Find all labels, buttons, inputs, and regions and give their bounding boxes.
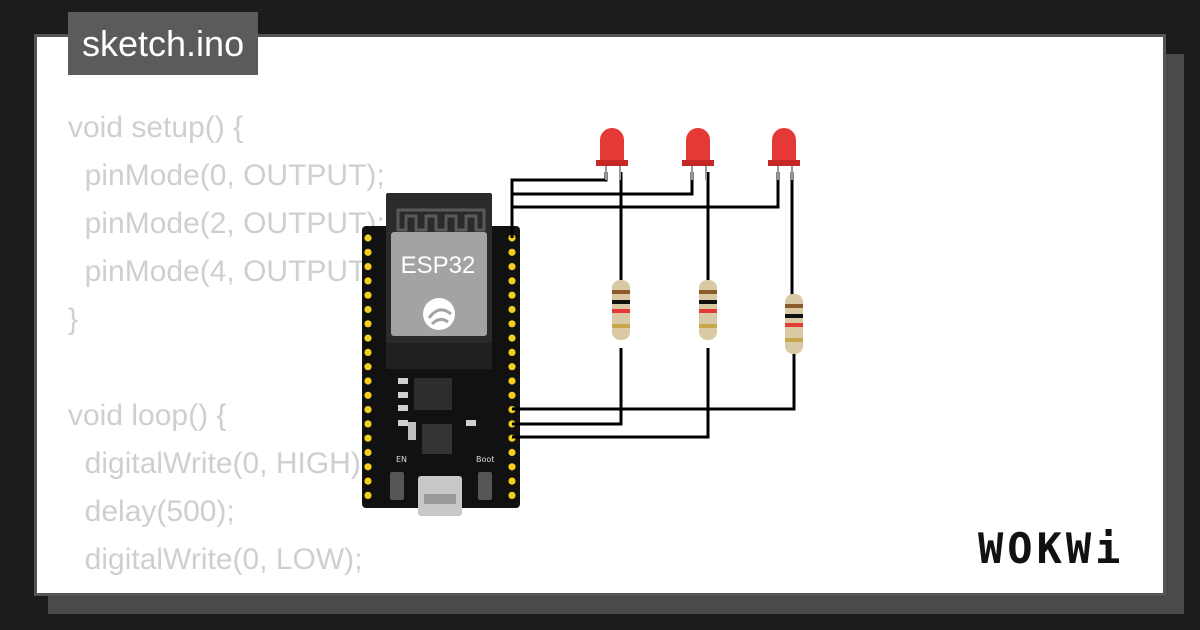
header-pin	[508, 463, 516, 471]
led-2[interactable]	[682, 128, 714, 180]
header-pin	[364, 320, 372, 328]
header-pin	[508, 448, 516, 457]
header-pin	[364, 391, 372, 399]
header-pin	[508, 363, 516, 371]
wire-led2-gnd	[510, 172, 694, 238]
code-editor[interactable]: void setup() { pinMode(0, OUTPUT); pinMo…	[68, 104, 385, 584]
preview-card	[34, 34, 1166, 596]
code-line: pinMode(4, OUTPUT);	[68, 255, 385, 288]
boot-label: Boot	[476, 455, 494, 464]
wire-pin4	[512, 352, 796, 411]
esp32-board[interactable]: ESP32 EN Boot	[362, 193, 520, 516]
code-line: void loop() {	[68, 399, 227, 432]
header-pin	[364, 448, 372, 457]
header-pin	[508, 334, 516, 342]
header-pin	[508, 477, 516, 485]
header-pin	[364, 348, 372, 356]
code-line: }	[68, 303, 79, 336]
header-pin	[364, 420, 372, 428]
usb-port-icon	[418, 476, 462, 516]
header-pin	[508, 377, 516, 385]
en-label: EN	[396, 455, 407, 464]
wires	[510, 172, 796, 439]
en-button[interactable]	[390, 472, 404, 500]
header-pin	[364, 248, 372, 256]
board-label: ESP32	[401, 252, 476, 279]
resistor-1[interactable]	[612, 280, 630, 340]
header-pin	[364, 234, 372, 242]
wire-pin2	[512, 348, 710, 439]
wokwi-logo[interactable]: WOKWi	[978, 524, 1125, 573]
header-pin	[508, 320, 516, 328]
wire-led3-gnd	[510, 172, 780, 238]
boot-button[interactable]	[478, 472, 492, 500]
wire-led1-gnd	[510, 172, 608, 238]
header-pin	[508, 248, 516, 256]
header-pin	[508, 277, 516, 285]
code-line: pinMode(2, OUTPUT);	[68, 207, 385, 240]
header-pin	[364, 363, 372, 371]
code-line: pinMode(0, OUTPUT);	[68, 159, 385, 192]
header-pin	[364, 463, 372, 471]
led-3[interactable]	[768, 128, 800, 180]
header-pin	[364, 477, 372, 485]
header-pin	[364, 491, 372, 499]
resistor-2[interactable]	[699, 280, 717, 340]
header-pin	[508, 263, 516, 271]
header-pin	[364, 305, 372, 314]
wifi-antenna-icon	[396, 208, 486, 232]
header-pin	[364, 263, 372, 271]
header-pin	[364, 406, 372, 414]
led-1[interactable]	[596, 128, 628, 180]
wire-pin0	[512, 348, 623, 426]
code-line: delay(500);	[68, 495, 235, 528]
header-pin	[364, 377, 372, 385]
resistor-3[interactable]	[785, 294, 803, 354]
header-pin	[508, 391, 516, 399]
header-pin	[508, 491, 516, 499]
espressif-logo-icon	[423, 298, 455, 330]
file-name-tab[interactable]: sketch.ino	[68, 12, 259, 75]
header-pin	[364, 334, 372, 342]
header-pin	[364, 434, 372, 442]
header-pin	[508, 291, 516, 299]
pin-header-left	[364, 234, 372, 499]
header-pin	[364, 291, 372, 299]
header-pin	[508, 348, 516, 356]
code-line: digitalWrite(0, HIGH);	[68, 447, 370, 480]
header-pin	[508, 305, 516, 314]
code-line: void setup() {	[68, 111, 244, 144]
code-line: digitalWrite(0, LOW);	[68, 543, 363, 576]
header-pin	[364, 277, 372, 285]
